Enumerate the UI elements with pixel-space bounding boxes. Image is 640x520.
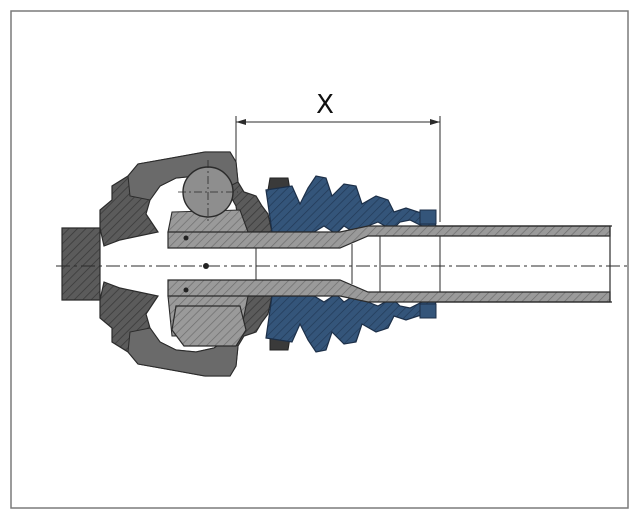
ball-lower (171, 305, 247, 347)
hub-stub (61, 227, 101, 301)
boot-clamp-small-lower (419, 303, 437, 319)
dimension-arrow-right (430, 119, 440, 125)
boot-clamp-small-upper (419, 209, 437, 225)
snap-ring-upper (183, 235, 189, 241)
snap-ring-lower (183, 287, 189, 293)
housing-shade-lower (127, 327, 239, 377)
dimension-label: X (316, 90, 334, 120)
frame-border (10, 10, 629, 509)
dimension-arrow-left (236, 119, 246, 125)
